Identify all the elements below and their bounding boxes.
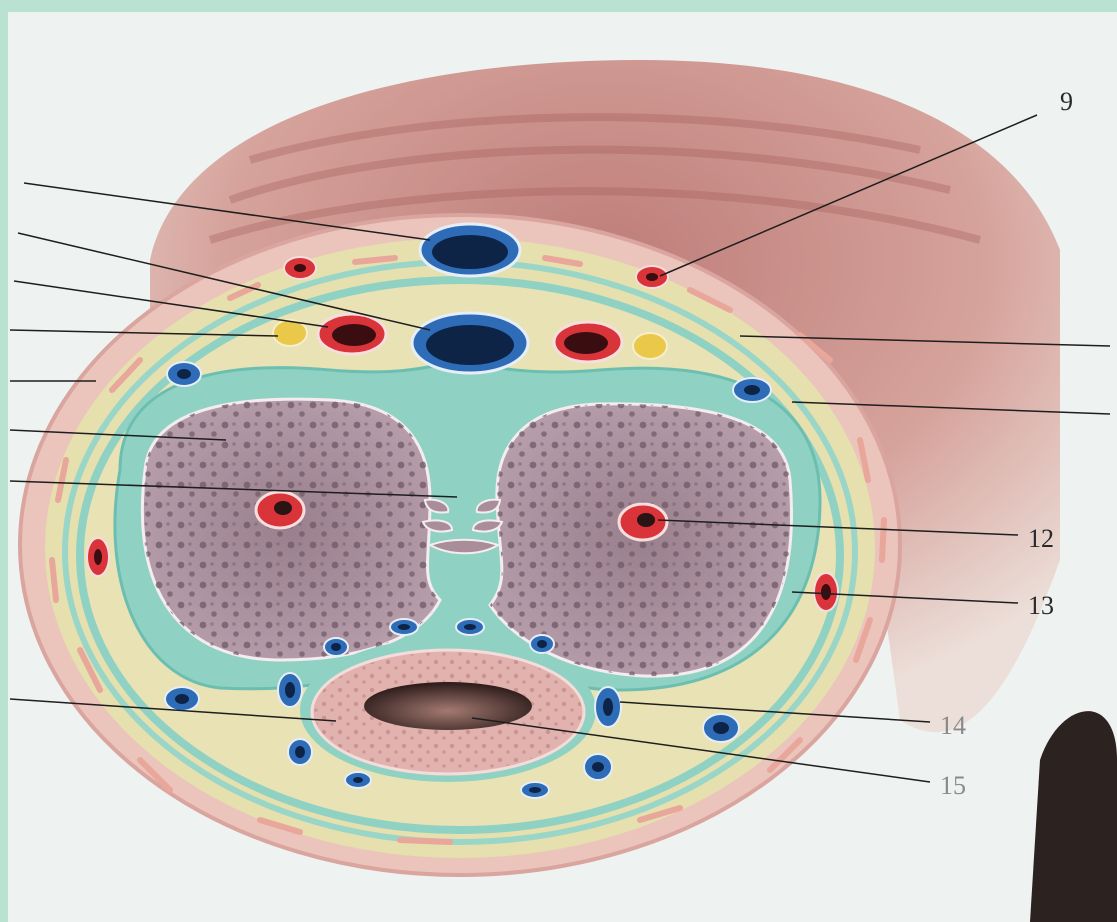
superficial-artery-right [636, 266, 668, 288]
deep-artery-right [619, 504, 667, 540]
label-12: 12 [1028, 524, 1054, 553]
deep-dorsal-vein [412, 313, 528, 373]
lateral-artery-right [814, 573, 838, 611]
dorsal-artery-right [554, 322, 622, 362]
label-13: 13 [1028, 591, 1054, 620]
dorsal-nerve-right [633, 333, 667, 359]
superficial-dorsal-vein [420, 224, 520, 276]
label-14: 14 [940, 711, 966, 740]
dorsal-artery-left [318, 314, 386, 354]
lateral-artery-left [87, 538, 109, 576]
deep-artery-left [256, 492, 304, 528]
label-15: 15 [940, 771, 966, 800]
superficial-artery-left [284, 257, 316, 279]
label-9: 9 [1060, 87, 1073, 116]
